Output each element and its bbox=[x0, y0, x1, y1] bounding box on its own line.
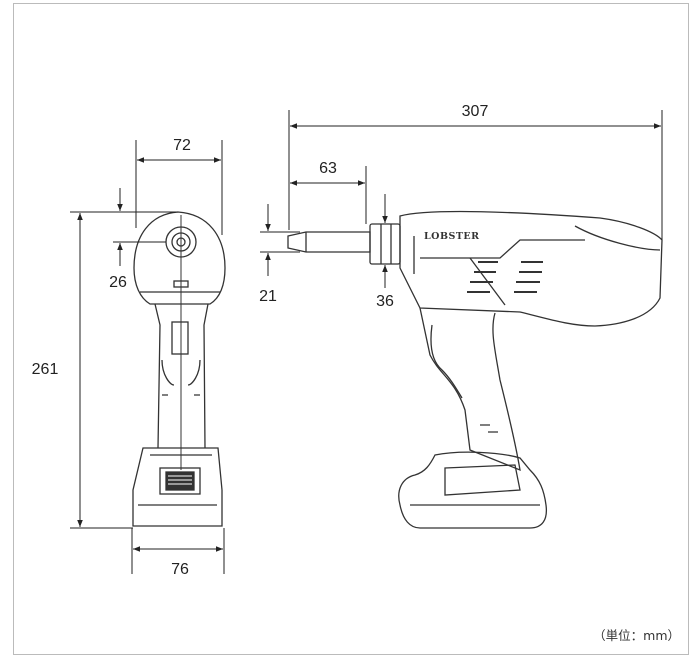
side-nose-diameter-label: 21 bbox=[259, 288, 277, 305]
unit-label: （単位：mm） bbox=[593, 628, 680, 643]
lobster-logo: LOBSTER bbox=[424, 231, 480, 242]
side-view bbox=[287, 210, 663, 529]
side-collar-diameter-label: 36 bbox=[376, 293, 394, 310]
front-view bbox=[132, 211, 226, 527]
front-head-offset-label: 26 bbox=[109, 274, 127, 291]
front-height-label: 261 bbox=[32, 361, 59, 378]
front-dimension-lines bbox=[70, 140, 225, 574]
side-nose-length-label: 63 bbox=[319, 160, 337, 177]
side-dimension-lines bbox=[260, 110, 663, 288]
front-width-top-label: 72 bbox=[173, 137, 191, 154]
front-width-bottom-label: 76 bbox=[171, 561, 189, 578]
side-length-label: 307 bbox=[462, 103, 489, 120]
drawing-frame bbox=[13, 3, 689, 655]
